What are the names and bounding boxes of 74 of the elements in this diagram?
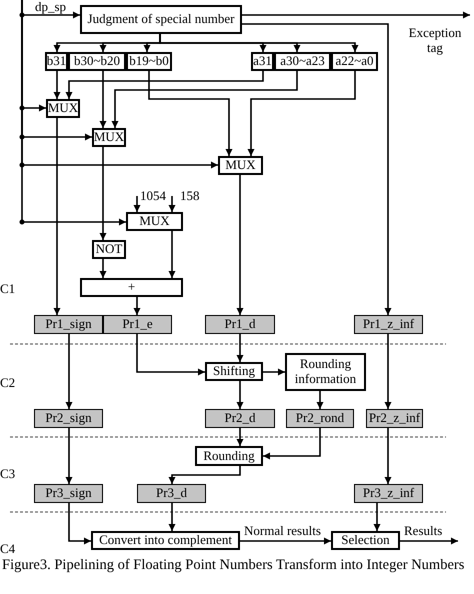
register-box: Pr2_rond (286, 409, 354, 428)
arrow (100, 259, 106, 278)
arrow (136, 334, 205, 376)
arrow (242, 23, 392, 315)
arrow (263, 368, 285, 376)
arrow (148, 71, 232, 156)
arrow (66, 71, 264, 99)
register-box: Pr2_z_inf (366, 409, 423, 428)
arrow (236, 428, 244, 446)
arrow (100, 147, 106, 240)
arrow (168, 466, 241, 484)
arrow (236, 175, 244, 315)
process-box: MUX (46, 99, 80, 118)
arrow (66, 334, 72, 409)
process-box: MUX (92, 128, 126, 147)
process-box: a22~a0 (331, 52, 378, 71)
arrow (100, 71, 106, 128)
register-box: Pr1_sign (34, 315, 103, 334)
arrow (240, 538, 331, 544)
arrow (66, 428, 72, 484)
arrow (168, 503, 176, 531)
arrow (316, 391, 324, 409)
process-box: MUX (218, 156, 263, 175)
process-box: Judgment of special number (80, 5, 242, 34)
register-box: Pr2_sign (34, 409, 103, 428)
arrow (236, 381, 244, 409)
register-box: Pr1_d (205, 315, 275, 334)
arrow (236, 334, 244, 362)
process-box: NOT (92, 240, 126, 259)
arrow (134, 297, 140, 315)
process-box: MUX (126, 212, 183, 231)
arrow (68, 503, 91, 544)
stage-label: C2 (0, 376, 16, 389)
edge-label: dp_sp (35, 0, 66, 15)
arrow (134, 196, 140, 212)
register-box: Pr3_z_inf (354, 484, 423, 503)
arrow (159, 34, 358, 52)
arrow (374, 503, 380, 531)
register-box: Pr2_d (205, 409, 275, 428)
process-box: Shifting (205, 362, 263, 381)
process-box: a30~a23 (274, 52, 331, 71)
arrow (242, 12, 470, 18)
register-box: Pr1_z_inf (354, 315, 423, 334)
arrow (384, 428, 392, 484)
process-box: Rounding information (285, 353, 366, 391)
edge-label: Results (404, 524, 442, 539)
edge-label: Exception tag (408, 26, 462, 56)
arrow (168, 231, 176, 278)
stage-label: C4 (0, 542, 16, 555)
process-box: Rounding (195, 446, 263, 466)
process-box: a31 (251, 52, 274, 71)
process-box: b30~b20 (68, 52, 126, 71)
process-box: + (80, 278, 183, 297)
caption: Figure3. Pipelining of Floating Point Numbers Transform into Integer Numbers (2, 557, 466, 574)
process-box: Convert into complement (91, 531, 240, 550)
process-box: b19~b0 (126, 52, 172, 71)
edge-label: Normal results (244, 524, 321, 539)
process-box: b31 (45, 52, 68, 71)
arrow (263, 428, 321, 460)
arrow (400, 538, 458, 544)
arrow (248, 71, 356, 156)
process-box: Selection (331, 531, 400, 550)
arrow (384, 334, 392, 409)
register-box: Pr1_e (103, 315, 172, 334)
edge-label: 158 (180, 189, 200, 204)
register-box: Pr3_sign (34, 484, 103, 503)
stage-label: C1 (0, 282, 16, 295)
arrow (168, 196, 176, 212)
stage-label: C3 (0, 467, 16, 480)
arrow (54, 71, 60, 99)
edge-label: 1054 (140, 189, 166, 204)
register-box: Pr3_d (137, 484, 206, 503)
arrow (112, 71, 298, 128)
arrow (54, 118, 60, 315)
